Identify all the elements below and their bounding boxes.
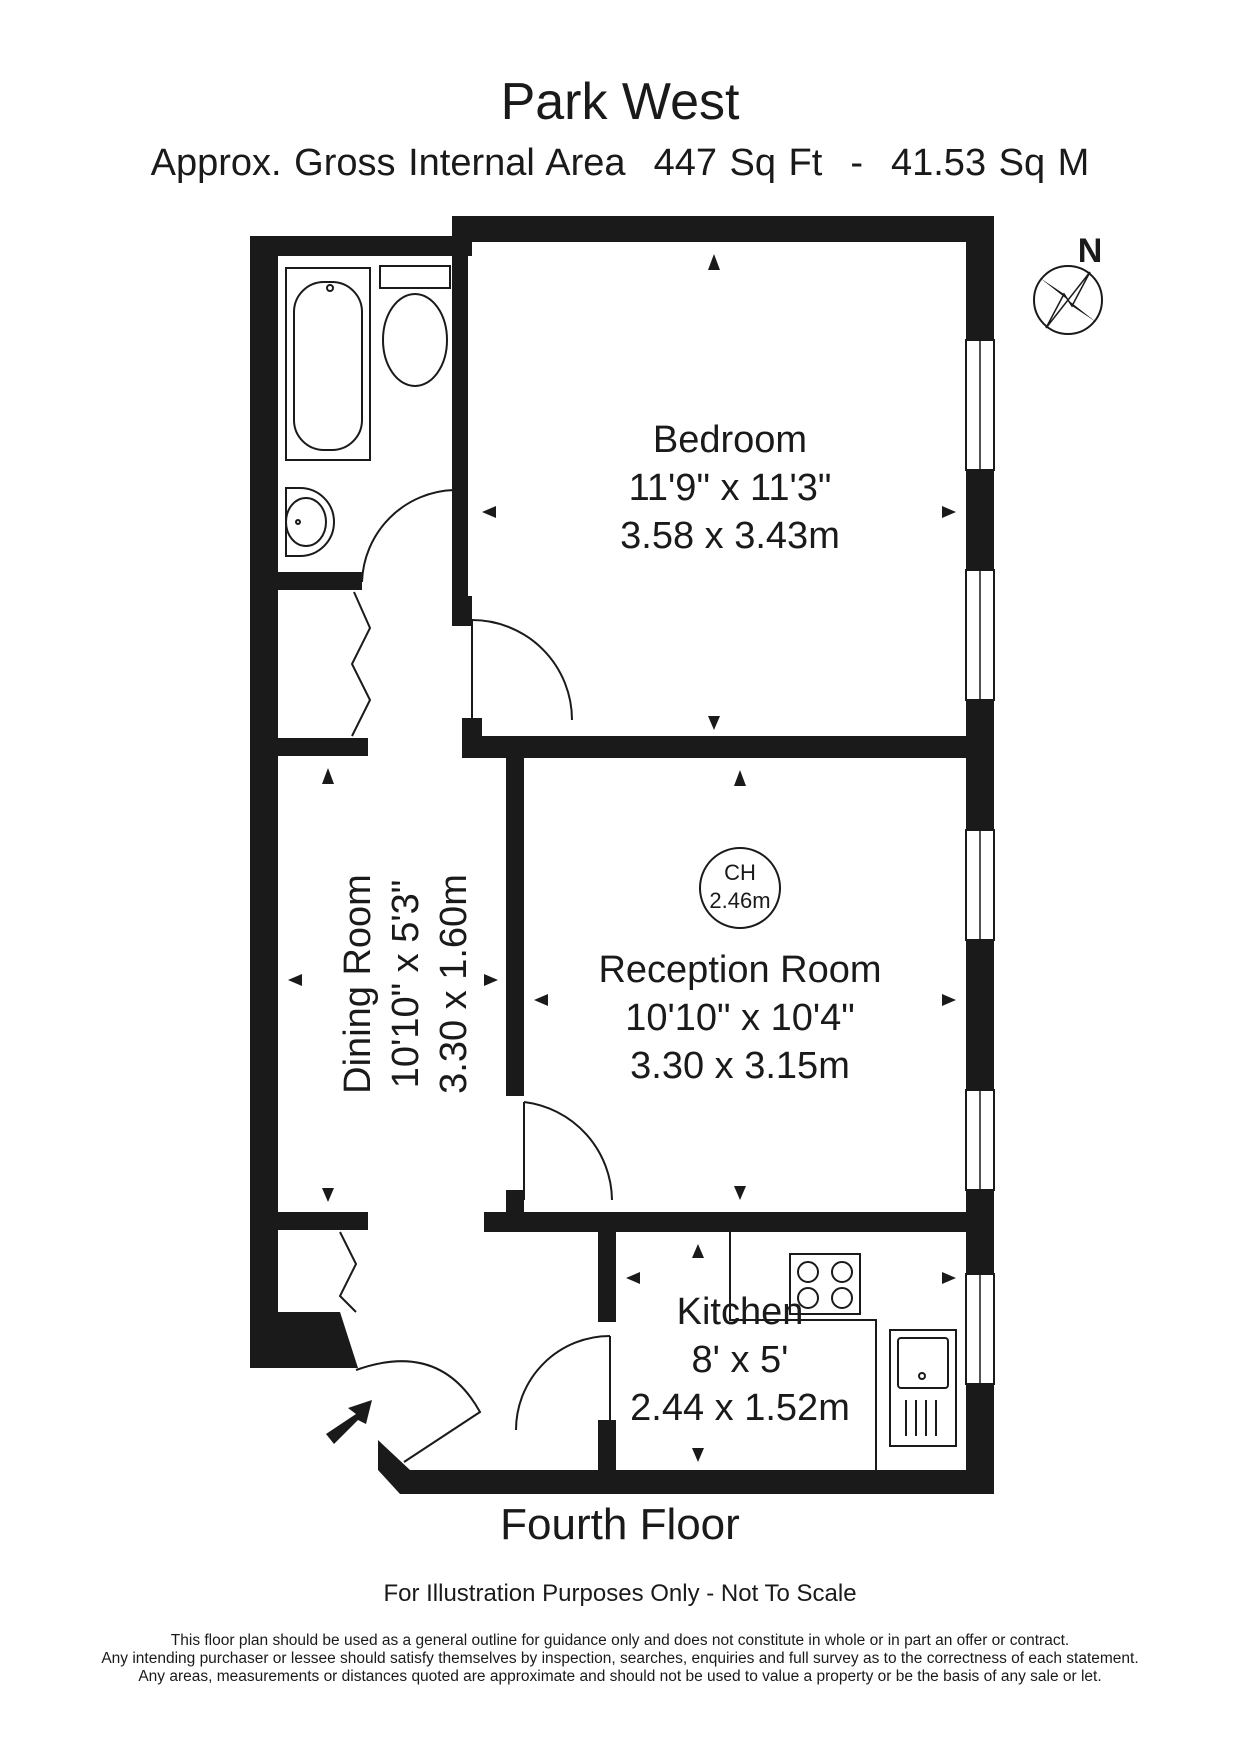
ceiling-height-marker [699, 847, 781, 929]
dining-metric: 3.30 x 1.60m [433, 874, 475, 1094]
disclaimer: This floor plan should be used as a gene… [40, 1632, 1200, 1686]
area-sqm: 41.53 Sq M [890, 142, 1090, 184]
kitchen-imperial: 8' x 5' [692, 1339, 789, 1381]
disclaimer-line: Any intending purchaser or lessee should… [101, 1650, 1139, 1667]
toilet [379, 265, 451, 387]
ceiling-height: 2.46m [709, 888, 770, 913]
plan-title: Park West [500, 73, 740, 131]
kitchen-name: Kitchen [677, 1291, 804, 1333]
compass-label: N [1078, 232, 1103, 270]
disclaimer-line: This floor plan should be used as a gene… [170, 1632, 1070, 1649]
dimension-arrows [288, 254, 956, 1462]
dining-imperial: 10'10" x 5'3" [385, 880, 427, 1088]
reception-imperial: 10'10" x 10'4" [625, 997, 855, 1039]
gross-area: Approx. Gross Internal Area 447 Sq Ft-41.… [0, 142, 1240, 185]
reception-name: Reception Room [598, 949, 881, 991]
disclaimer-line: Any areas, measurements or distances quo… [138, 1668, 1102, 1685]
bedroom-metric: 3.58 x 3.43m [620, 515, 840, 557]
basin [285, 487, 335, 557]
dining-name: Dining Room [337, 874, 379, 1094]
hob-rings [797, 1261, 853, 1309]
floor-name: Fourth Floor [500, 1500, 740, 1549]
kitchen-units [729, 1232, 957, 1470]
ceiling-label: CH [724, 860, 756, 885]
doors [338, 489, 613, 1463]
area-label: Approx. Gross Internal Area [150, 142, 626, 184]
area-sqft: 447 Sq Ft [653, 142, 823, 184]
bedroom-name: Bedroom [653, 419, 807, 461]
scale-note: For Illustration Purposes Only - Not To … [383, 1580, 857, 1607]
drainer [905, 1400, 937, 1436]
kitchen-metric: 2.44 x 1.52m [630, 1387, 850, 1429]
area-separator: - [850, 142, 863, 184]
bedroom-imperial: 11'9" x 11'3" [629, 467, 832, 509]
bath [285, 267, 371, 461]
compass-icon [1033, 265, 1103, 335]
dining-label-group: Dining Room 10'10" x 5'3" 3.30 x 1.60m [337, 874, 475, 1094]
reception-metric: 3.30 x 3.15m [630, 1045, 850, 1087]
